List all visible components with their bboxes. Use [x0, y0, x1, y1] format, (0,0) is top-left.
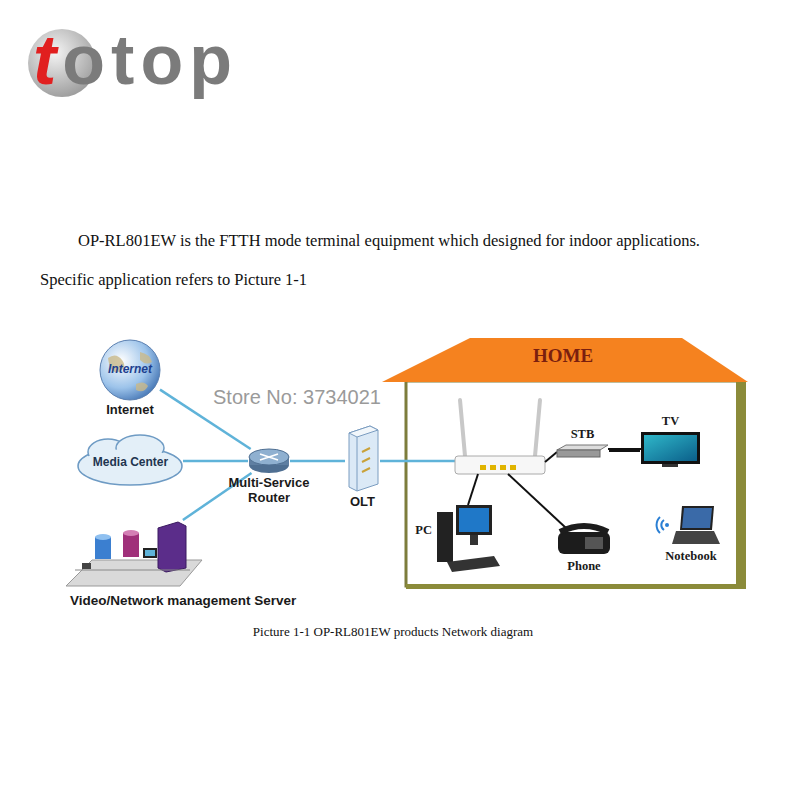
network-link	[183, 460, 248, 463]
network-link	[290, 460, 345, 463]
globe-icon	[100, 340, 160, 400]
node-label: Multi-Service Router	[224, 476, 314, 506]
node-label: Video/Network management Server	[70, 593, 296, 609]
stb-icon	[557, 445, 641, 457]
figure-caption: Picture 1-1 OP-RL801EW products Network …	[253, 624, 533, 640]
tv-icon	[641, 432, 700, 467]
node-label: OLT	[350, 495, 375, 510]
node-label: TV	[662, 414, 679, 428]
router-icon	[249, 449, 289, 473]
phone-node: Phone	[556, 526, 612, 556]
node-label: STB	[571, 427, 595, 441]
phone-icon	[558, 526, 610, 554]
description-text: Specific application refers to Picture 1…	[40, 270, 307, 290]
node-label: Internet	[108, 363, 152, 377]
olt-icon	[349, 426, 378, 491]
node-label: Media Center	[93, 456, 168, 470]
pc-icon	[437, 505, 500, 572]
logo-text: totop	[33, 25, 238, 95]
node-label: HOME	[533, 345, 593, 367]
cloud-icon	[78, 435, 182, 485]
server-node: Video/Network management Server	[66, 520, 202, 587]
tv-node: TV	[640, 431, 701, 468]
olt-node: OLT	[345, 424, 380, 492]
node-label: PC	[415, 523, 432, 537]
watermark: Store No: 3734021	[213, 386, 381, 409]
pc-node: PC	[436, 504, 500, 573]
house	[382, 338, 748, 589]
node-label: Internet	[106, 403, 154, 418]
stb-node: STB	[556, 444, 609, 458]
node-label: Notebook	[665, 549, 716, 563]
globe-node: InternetInternet	[100, 340, 160, 400]
network-link	[609, 450, 640, 452]
cloud-node: Media Center	[78, 440, 183, 486]
server-icon	[66, 522, 202, 586]
router-node: Multi-Service Router	[248, 449, 290, 473]
notebook-node: Notebook	[660, 504, 722, 546]
node-label: Phone	[567, 559, 600, 573]
description-text: OP-RL801EW is the FTTH mode terminal equ…	[78, 231, 700, 251]
notebook-icon	[657, 506, 720, 544]
house-node: HOMESTBTVPCPhoneNotebook	[380, 336, 746, 589]
